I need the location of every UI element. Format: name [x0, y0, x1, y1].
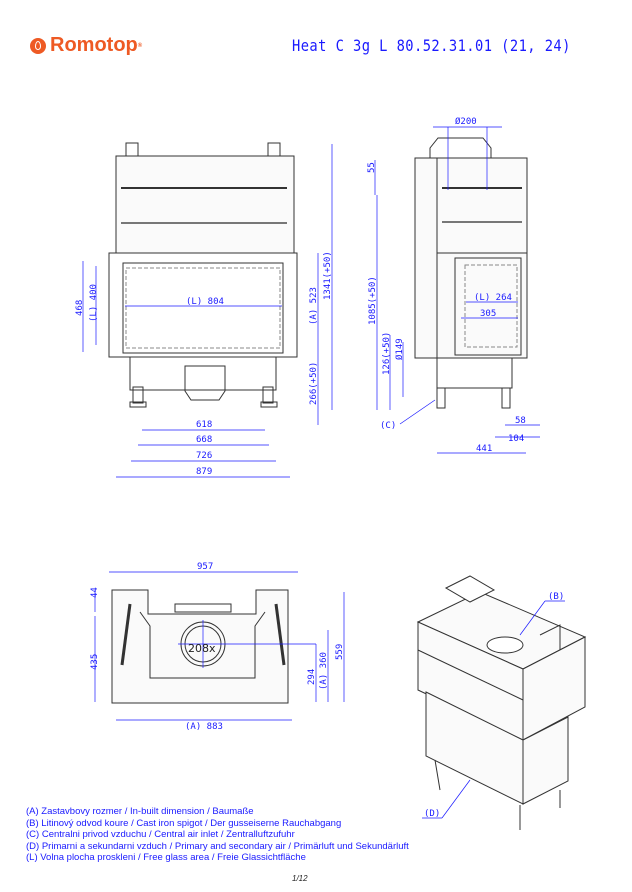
dim-l804: (L) 804	[186, 297, 224, 307]
dim-200: Ø200	[455, 116, 477, 127]
legend-item-a: (A) Zastavbovy rozmer / In-built dimensi…	[26, 806, 254, 817]
dim-266: 266(+50)	[309, 362, 319, 405]
dim-l264: (L) 264	[474, 293, 512, 303]
dim-1341: 1341(+50)	[323, 251, 333, 300]
document-title: Heat C 3g L 80.52.31.01 (21, 24)	[292, 36, 571, 55]
dim-a523: (A) 523	[309, 287, 319, 325]
dim-149: Ø149	[394, 338, 405, 360]
label-c: (C)	[380, 421, 396, 431]
label-b: (B)	[548, 592, 564, 602]
side-view	[414, 137, 528, 409]
dim-104: 104	[508, 434, 524, 444]
legend-item-l: (L) Volna plocha proskleni / Free glass …	[26, 852, 306, 864]
dim-55: 55	[367, 162, 377, 173]
romotop-logo: Romotop®	[30, 34, 142, 57]
isometric-view	[416, 575, 587, 830]
page-number: 1/12	[292, 874, 308, 883]
dim-668: 668	[196, 435, 212, 445]
legend-item-c: (C) Centralni privod vzduchu / Central a…	[26, 829, 295, 841]
flame-icon	[30, 37, 46, 54]
dim-a360: (A) 360	[319, 652, 329, 690]
side-dimensions	[374, 126, 540, 454]
dim-879: 879	[196, 467, 212, 477]
dim-559: 559	[335, 644, 345, 660]
dim-435: 435	[90, 654, 100, 670]
top-dimensions	[94, 571, 345, 721]
dim-a883: (A) 883	[185, 722, 223, 732]
dim-305: 305	[480, 309, 496, 319]
dim-1085: 1085(+50)	[368, 276, 378, 325]
dim-l400: (L) 400	[89, 284, 99, 322]
dim-468: 468	[75, 300, 85, 316]
dim-58: 58	[515, 416, 526, 426]
dim-441: 441	[476, 444, 492, 454]
dim-208: 208x	[188, 642, 216, 655]
front-dimensions	[82, 144, 333, 478]
dim-126: 126(+50)	[382, 332, 392, 375]
dim-957: 957	[197, 562, 213, 572]
legend-item-d: (D) Primarni a sekundarni vzduch / Prima…	[26, 840, 409, 852]
brand-name: Romotop	[50, 34, 138, 56]
dim-44: 44	[90, 587, 100, 598]
dim-726: 726	[196, 451, 212, 461]
legend: (A) Zastavbovy rozmer / In-built dimensi…	[26, 806, 409, 864]
iso-callouts	[422, 600, 565, 819]
legend-item-b: (B) Litinový odvod koure / Cast iron spi…	[26, 817, 342, 829]
dim-618: 618	[196, 420, 212, 430]
dim-294: 294	[307, 669, 317, 685]
label-d: (D)	[424, 809, 440, 819]
front-view	[108, 142, 298, 408]
